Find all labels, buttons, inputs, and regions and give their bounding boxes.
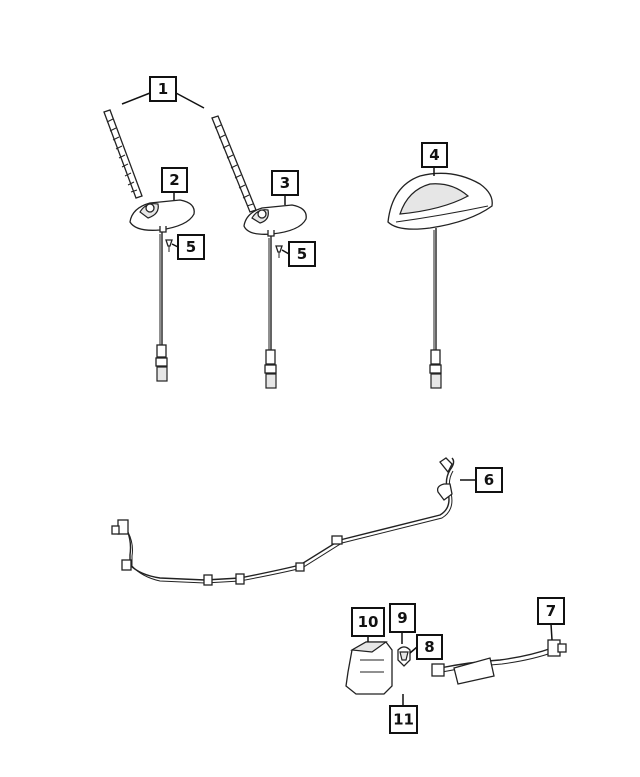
antenna-base-right — [243, 204, 307, 237]
callout-1-label: 1 — [158, 80, 168, 98]
callout-10: 10 — [351, 607, 385, 637]
callout-11: 11 — [389, 705, 418, 734]
callout-9-label: 9 — [397, 609, 407, 627]
antenna-module — [345, 641, 393, 695]
callout-3-label: 3 — [280, 174, 290, 192]
push-pin-clip — [397, 646, 411, 667]
callout-2-label: 2 — [169, 171, 179, 189]
shark-fin-cable — [429, 228, 442, 389]
screw-left — [165, 239, 173, 252]
callout-2: 2 — [161, 167, 188, 193]
shark-fin-antenna — [387, 172, 493, 230]
callout-6: 6 — [475, 467, 503, 493]
callout-8-label: 8 — [424, 638, 434, 656]
callout-5-left: 5 — [177, 234, 205, 260]
screw-right — [275, 245, 283, 258]
callout-3: 3 — [271, 170, 299, 196]
antenna-base-left — [129, 199, 195, 233]
callout-11-label: 11 — [393, 711, 414, 729]
callout-1: 1 — [149, 76, 177, 102]
callout-5-left-label: 5 — [186, 238, 196, 256]
antenna-cable-right — [264, 236, 277, 389]
callout-8: 8 — [416, 634, 443, 660]
callout-6-label: 6 — [484, 471, 494, 489]
callout-5-right-label: 5 — [297, 245, 307, 263]
callout-9: 9 — [389, 603, 416, 633]
antenna-cable-assembly — [431, 639, 567, 685]
callout-7: 7 — [537, 597, 565, 625]
callout-4-label: 4 — [429, 146, 439, 164]
antenna-mast-right — [211, 115, 257, 213]
antenna-cable-left — [155, 232, 168, 382]
antenna-mast-left — [103, 109, 143, 199]
cable-harness — [111, 457, 455, 586]
callout-7-label: 7 — [546, 602, 556, 620]
callout-10-label: 10 — [358, 613, 379, 631]
callout-4: 4 — [421, 142, 448, 168]
callout-5-right: 5 — [288, 241, 316, 267]
